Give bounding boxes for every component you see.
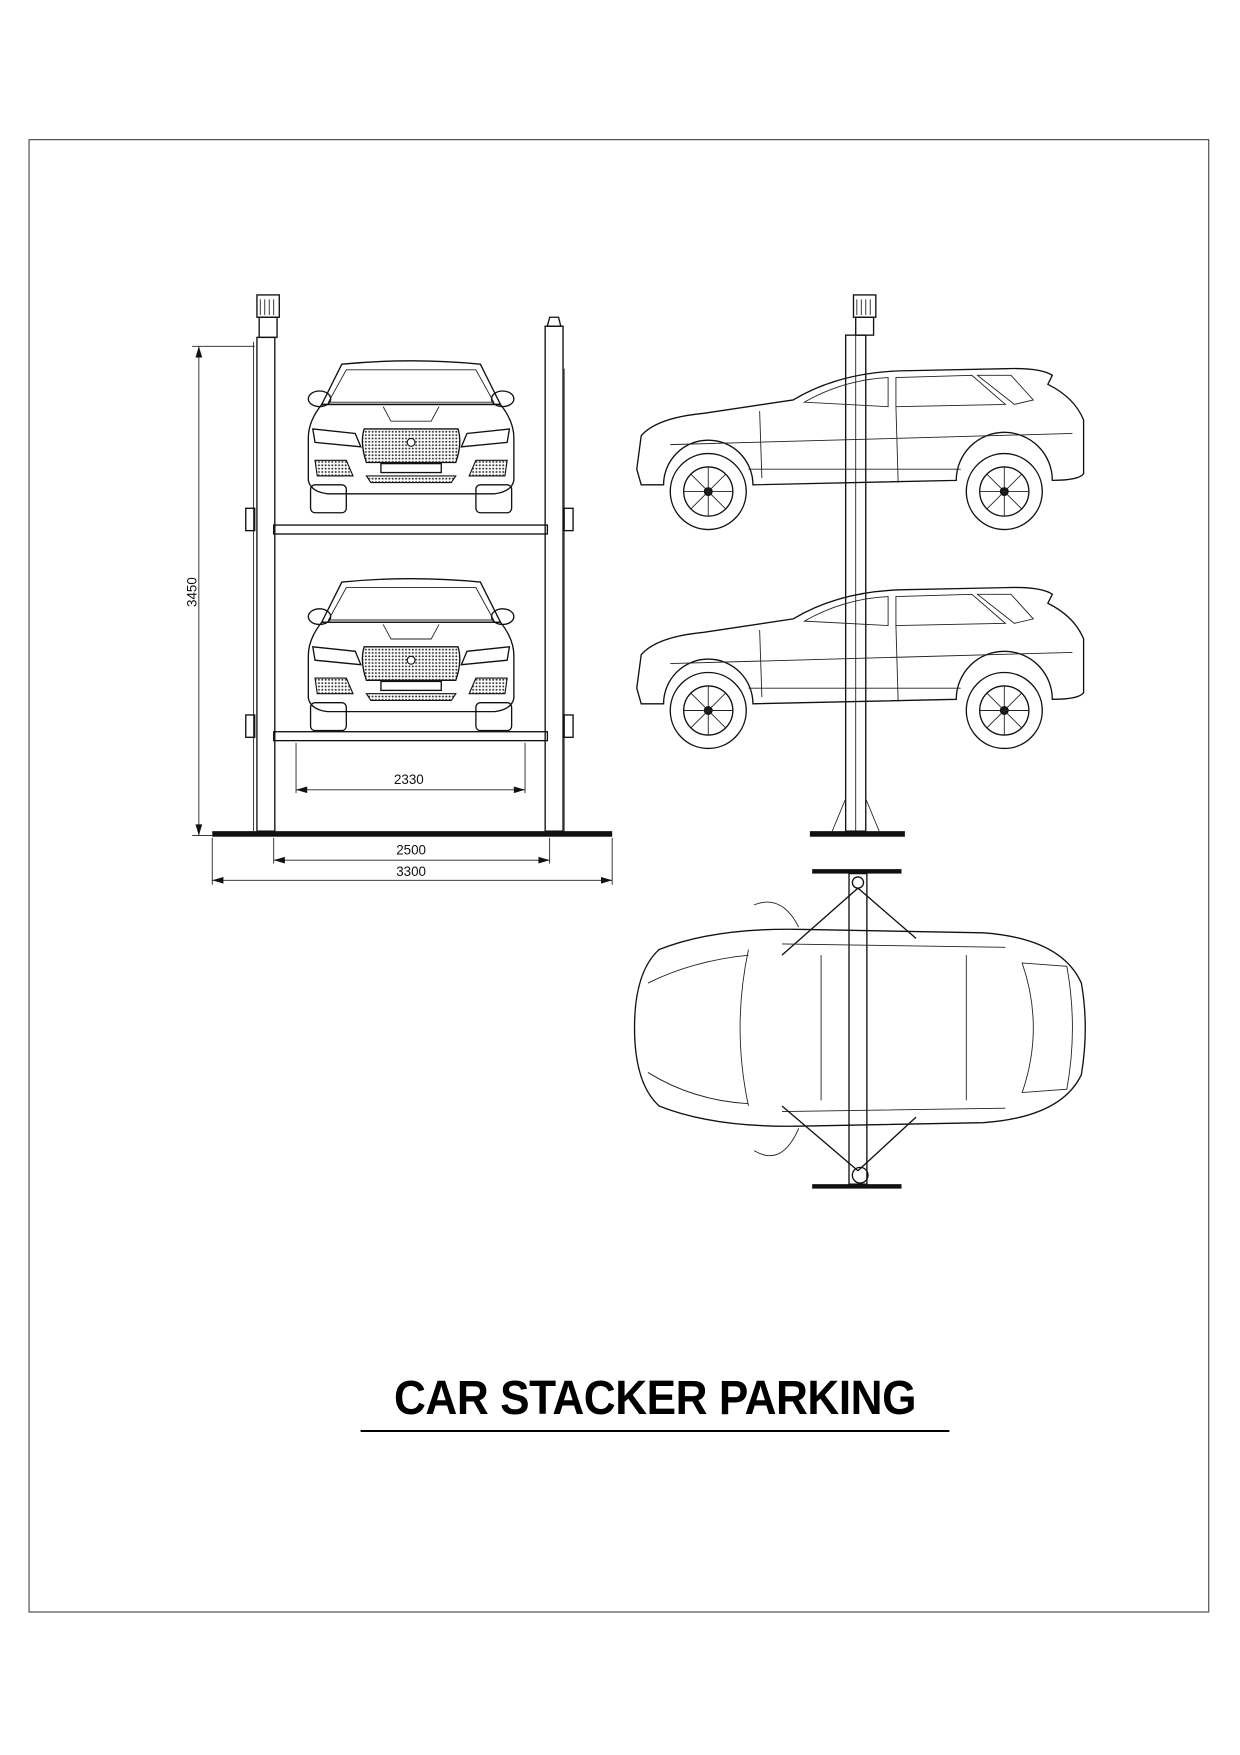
upper-platform-arm <box>273 524 549 535</box>
lower-car-side <box>636 586 1085 750</box>
plan-car-outline <box>633 928 1086 1127</box>
dim-height: 3450 <box>185 577 200 607</box>
drawing-title: CAR STACKER PARKING <box>360 1372 950 1432</box>
dim-post-spacing: 2500 <box>396 843 426 858</box>
left-post <box>256 336 276 832</box>
top-plan <box>633 869 1086 1189</box>
plan-post-beam <box>848 872 868 1185</box>
upper-car-front <box>307 360 515 514</box>
front-elevation: 3450 2330 2500 3300 <box>185 294 613 885</box>
dim-overall-width: 3300 <box>396 864 426 879</box>
lower-car-front <box>307 578 515 732</box>
lower-platform-arm <box>273 731 549 742</box>
sheet-border <box>28 139 1210 1613</box>
side-base-plate <box>809 831 905 837</box>
dim-inner-width: 2330 <box>394 772 424 787</box>
upper-car-side <box>636 367 1085 531</box>
side-elevation <box>636 294 1085 837</box>
right-post <box>544 325 564 832</box>
base-plate <box>212 831 613 837</box>
